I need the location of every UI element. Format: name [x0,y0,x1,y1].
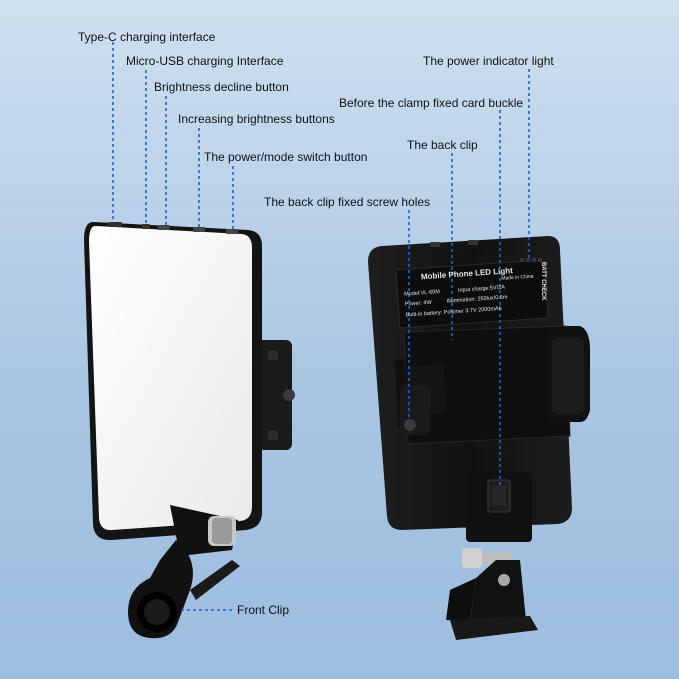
label-card-buckle: Before the clamp fixed card buckle [339,96,524,110]
brightness-up-button [193,227,205,232]
label-power: Power: 4W [405,300,433,308]
label-batt-check: BATT CHECK [540,262,546,301]
micro-usb-port [142,224,150,229]
side-mount [258,340,292,450]
label-power-mode: The power/mode switch button [204,150,368,164]
back-device [368,236,590,640]
label-brightness-up: Increasing brightness buttons [178,112,335,126]
front-device [84,221,295,639]
card-buckle [466,472,532,542]
label-battery: Built-in battery: Polymer 3.7V 2000mAh [405,306,501,319]
type-c-port [108,222,122,227]
label-type-c: Type-C charging interface [78,30,216,44]
label-back-clip: The back clip [407,138,478,152]
lower-clip [446,548,538,640]
label-illumination: Illumination: 250lux/0.5m [447,294,509,304]
label-front-clip: Front Clip [237,603,290,617]
callout-lines [112,42,530,611]
power-mode-button [226,229,238,234]
mount-screw-hole [283,389,295,401]
label-made-in: Made in China [501,274,534,282]
clip-knob-right [548,330,588,422]
label-title: Mobile Phone LED Light [421,266,514,281]
front-clip [128,505,240,639]
brightness-down-button [158,225,170,230]
label-power-indicator: The power indicator light [423,54,554,68]
power-indicator-led [520,258,524,262]
label-screw-holes: The back clip fixed screw holes [264,195,431,209]
label-model: Model:VL-60M [404,289,441,298]
spec-label [395,259,549,329]
label-input: Input charge:5V/2A [458,285,506,294]
clip-knob-left [400,362,446,435]
label-micro-usb: Micro-USB charging Interface [126,54,284,68]
light-panel [89,225,252,531]
label-brightness-down: Brightness decline button [154,80,289,94]
